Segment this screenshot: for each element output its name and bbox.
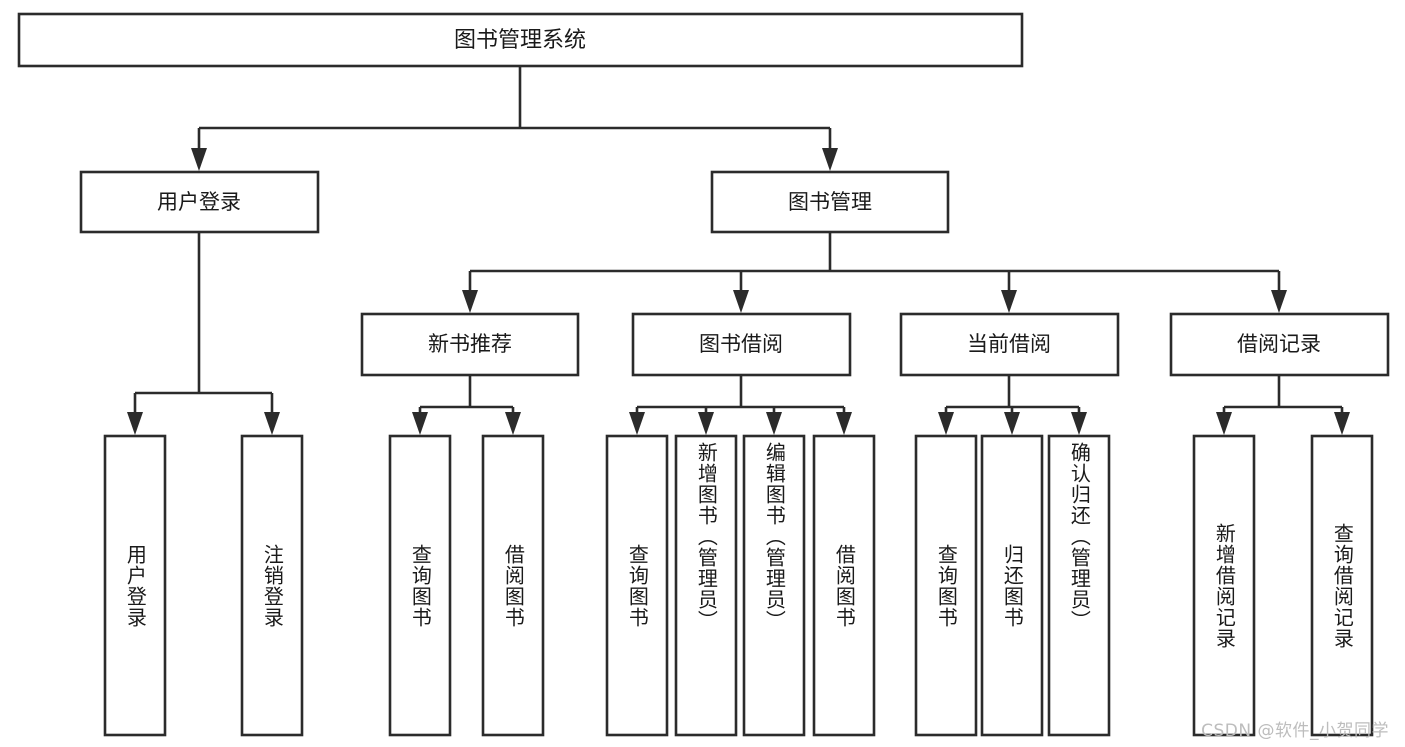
arrow-to-leaf-confirm-return: [1071, 412, 1087, 435]
arrow-to-leaf-add-book: [698, 412, 714, 435]
node-current-borrow-rect: [899, 312, 1120, 377]
node-new-book-recommend[interactable]: 新书推荐: [360, 312, 580, 377]
node-user-login-rect: [79, 170, 320, 234]
leaf-query-record-rect[interactable]: [1310, 434, 1374, 737]
node-borrow-record-label: 借阅记录: [1237, 332, 1321, 356]
node-user-login-label: 用户登录: [157, 190, 241, 214]
arrow-to-leaf-query-book-3: [938, 412, 954, 435]
node-borrow-record[interactable]: 借阅记录: [1169, 312, 1390, 377]
node-book-borrow-label: 图书借阅: [699, 332, 783, 356]
leaf-return-book-rect[interactable]: [980, 434, 1044, 737]
leaf-query-book-1-rect[interactable]: [388, 434, 452, 737]
leaf-logout-rect[interactable]: [240, 434, 304, 737]
leaf-query-book-3-rect[interactable]: [914, 434, 978, 737]
arrow-to-leaf-query-book-2: [629, 412, 645, 435]
arrow-to-leaf-borrow-book-1: [505, 412, 521, 435]
connector-layer: [127, 66, 1350, 435]
arrow-to-leaf-edit-book: [766, 412, 782, 435]
leaf-add-book-rect[interactable]: [674, 434, 738, 737]
node-new-book-recommend-label: 新书推荐: [428, 332, 512, 356]
arrow-to-leaf-borrow-book-2: [836, 412, 852, 435]
node-root-book-management-system[interactable]: 图书管理系统: [17, 12, 1024, 68]
leaf-user-login-rect[interactable]: [103, 434, 167, 737]
arrow-to-leaf-return-book: [1004, 412, 1020, 435]
leaf-borrow-book-2-rect[interactable]: [812, 434, 876, 737]
node-borrow-record-rect: [1169, 312, 1390, 377]
arrow-to-leaf-logout: [264, 412, 280, 435]
node-new-book-recommend-rect: [360, 312, 580, 377]
node-book-management-rect: [710, 170, 950, 234]
node-book-borrow-rect: [631, 312, 852, 377]
leaf-borrow-book-1-rect[interactable]: [481, 434, 545, 737]
node-current-borrow-label: 当前借阅: [967, 332, 1051, 356]
arrow-to-new-book-recommend: [462, 290, 478, 313]
node-book-borrow[interactable]: 图书借阅: [631, 312, 852, 377]
node-book-management-label: 图书管理: [788, 190, 872, 214]
node-root-rect: [17, 12, 1024, 68]
node-user-login[interactable]: 用户登录: [79, 170, 320, 234]
arrow-to-leaf-query-record: [1334, 412, 1350, 435]
arrow-to-leaf-add-record: [1216, 412, 1232, 435]
node-current-borrow[interactable]: 当前借阅: [899, 312, 1120, 377]
node-book-management[interactable]: 图书管理: [710, 170, 950, 234]
arrow-to-leaf-query-book-1: [412, 412, 428, 435]
arrow-to-book-manage: [822, 148, 838, 171]
arrow-to-borrow-record: [1271, 290, 1287, 313]
leaf-rect-layer: [103, 434, 1374, 737]
arrow-to-book-borrow: [733, 290, 749, 313]
arrow-to-user-login: [191, 148, 207, 171]
leaf-add-record-rect[interactable]: [1192, 434, 1256, 737]
leaf-edit-book-rect[interactable]: [742, 434, 806, 737]
leaf-confirm-return-rect[interactable]: [1047, 434, 1111, 737]
arrow-to-current-borrow: [1001, 290, 1017, 313]
node-root-label: 图书管理系统: [454, 28, 586, 53]
leaf-query-book-2-rect[interactable]: [605, 434, 669, 737]
arrow-to-leaf-user-login: [127, 412, 143, 435]
